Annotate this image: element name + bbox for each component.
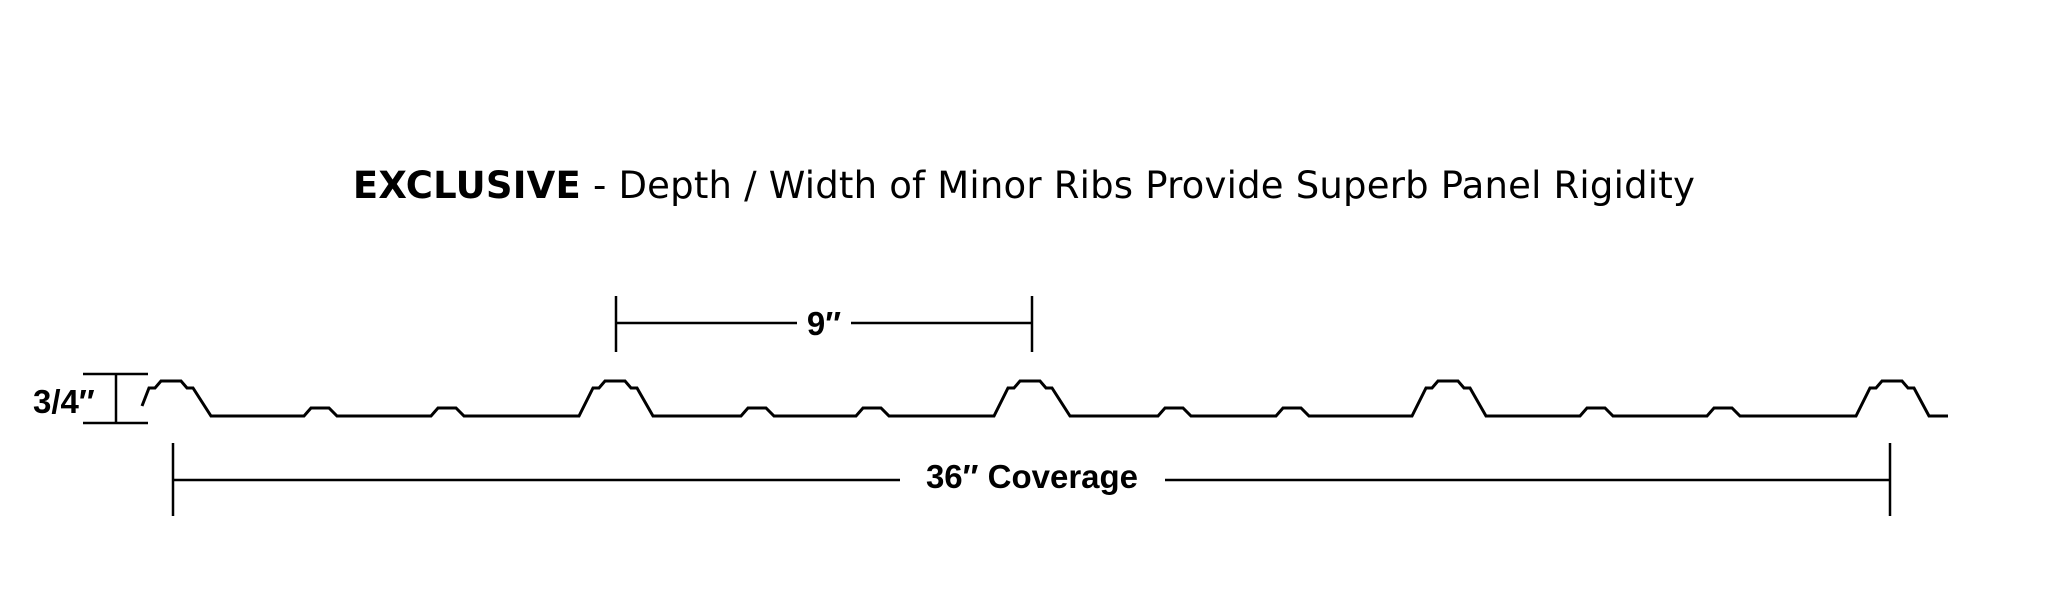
coverage-label: 36″ Coverage bbox=[926, 458, 1138, 495]
headline: EXCLUSIVE - Depth / Width of Minor Ribs … bbox=[0, 164, 2048, 207]
headline-text: - Depth / Width of Minor Ribs Provide Su… bbox=[581, 164, 1696, 207]
coverage-dimension bbox=[171, 443, 1892, 516]
depth-label: 3/4″ bbox=[33, 383, 95, 420]
rib-spacing-label: 9″ bbox=[807, 305, 841, 342]
panel-profile-line bbox=[140, 379, 1948, 418]
depth-dimension bbox=[83, 372, 148, 425]
headline-emphasis: EXCLUSIVE bbox=[352, 164, 581, 207]
rib-spacing-dimension bbox=[614, 296, 1034, 352]
